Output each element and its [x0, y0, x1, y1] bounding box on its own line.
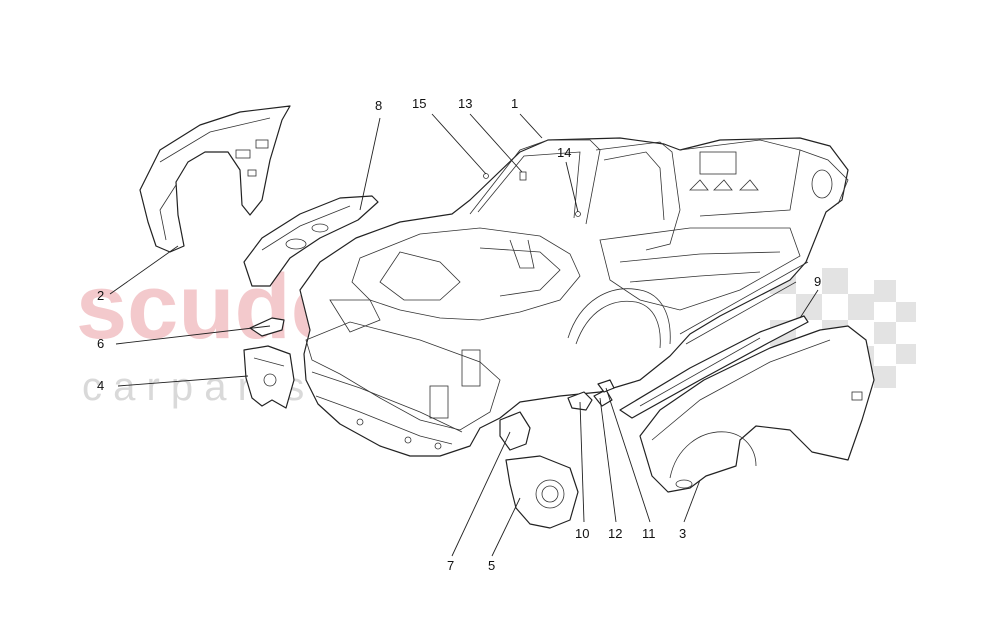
- callout-5: 5: [488, 558, 495, 573]
- callout-3: 3: [679, 526, 686, 541]
- part-6-bracket: [249, 317, 285, 337]
- callout-1: 1: [511, 96, 518, 111]
- callout-labels: 2 6 4 8 15 13 1 14 9 7 5 10 12 11 3: [97, 96, 821, 573]
- part-4-splash-panel: [243, 345, 295, 409]
- part-9-sill-cover: [619, 315, 809, 419]
- part-11-bracket: [597, 379, 615, 393]
- callout-14: 14: [557, 145, 571, 160]
- callout-15: 15: [412, 96, 426, 111]
- part-2-inner-wheelarch: [139, 105, 291, 253]
- callout-12: 12: [608, 526, 622, 541]
- callout-13: 13: [458, 96, 472, 111]
- leader-lines: [109, 113, 819, 557]
- callout-2: 2: [97, 288, 104, 303]
- part-1-body-shell: [299, 137, 849, 457]
- callout-10: 10: [575, 526, 589, 541]
- callout-8: 8: [375, 98, 382, 113]
- part-10-bracket: [567, 391, 593, 411]
- part-5-lower-liner: [505, 455, 579, 529]
- part-3-front-fender: [639, 325, 875, 493]
- callout-9: 9: [814, 274, 821, 289]
- part-8-upper-rail: [243, 195, 379, 287]
- callout-4: 4: [97, 378, 104, 393]
- callout-11: 11: [642, 526, 656, 541]
- callout-6: 6: [97, 336, 104, 351]
- callout-7: 7: [447, 558, 454, 573]
- part-7-bracket: [499, 411, 531, 451]
